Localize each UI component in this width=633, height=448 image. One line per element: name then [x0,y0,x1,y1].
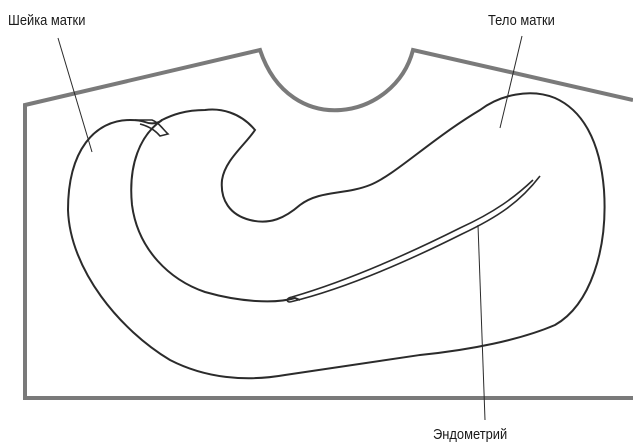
leader-line-endometrium [477,224,486,421]
leader-line-cervix [57,37,93,153]
endometrium-line-lower [289,175,541,303]
endometrium-line-upper [291,179,534,298]
label-cervix: Шейка матки [8,12,86,29]
uterus-outer-contour [66,92,606,380]
leader-line-body [499,35,523,129]
label-endometrium: Эндометрий [433,426,508,443]
endometrium-left-end [286,296,293,303]
cervix-hook-detail [135,119,170,137]
frame-outline [23,47,633,400]
inner-fold-contour [130,119,301,303]
label-uterus-body: Тело матки [488,12,555,29]
